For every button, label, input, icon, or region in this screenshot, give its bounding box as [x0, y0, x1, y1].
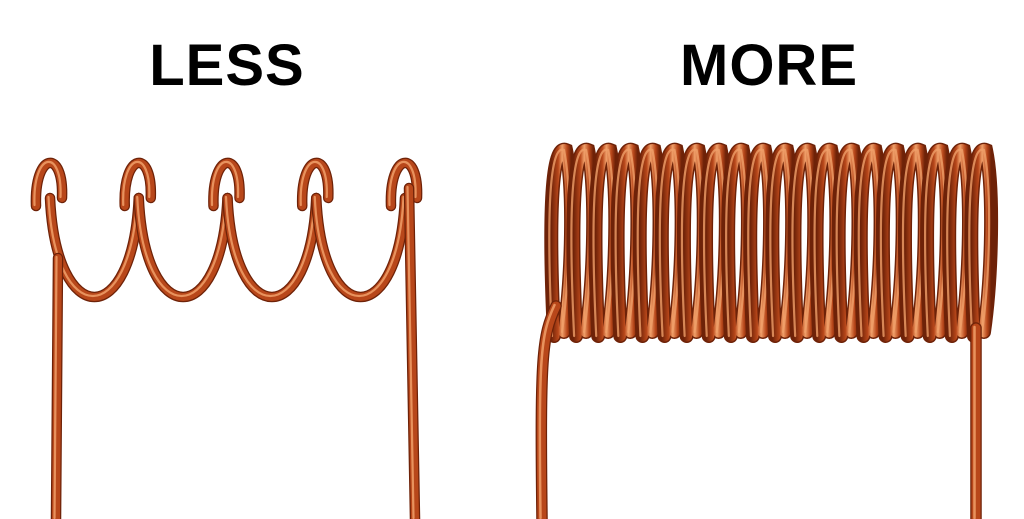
- coil-turn-front-arc: [222, 192, 322, 302]
- panel-more-turns: MORE: [512, 0, 1024, 519]
- coil-turn-front-arc: [44, 192, 144, 302]
- coil-lead-right: [970, 322, 982, 519]
- coil-lead-left: [50, 252, 64, 519]
- label-less: LESS: [149, 33, 305, 98]
- panel-less-turns: LESS: [0, 0, 470, 519]
- coil-turn-top-loop: [385, 157, 423, 212]
- coil-turn: [964, 142, 999, 343]
- coil-lead-left: [535, 300, 562, 519]
- coil-turn-top-loop: [208, 157, 245, 212]
- label-more: MORE: [680, 33, 858, 98]
- coil-turn-top-loop: [296, 157, 334, 212]
- coil-turn-top-loop: [119, 157, 157, 212]
- coil-turn-front-arc: [133, 192, 233, 302]
- coil-turn-front-arc: [311, 192, 411, 302]
- coil-lead-right: [403, 182, 421, 519]
- tight-copper-coil-image: [535, 142, 999, 519]
- coil-turn-top-loop: [30, 157, 68, 212]
- loose-copper-coil-image: [30, 157, 423, 519]
